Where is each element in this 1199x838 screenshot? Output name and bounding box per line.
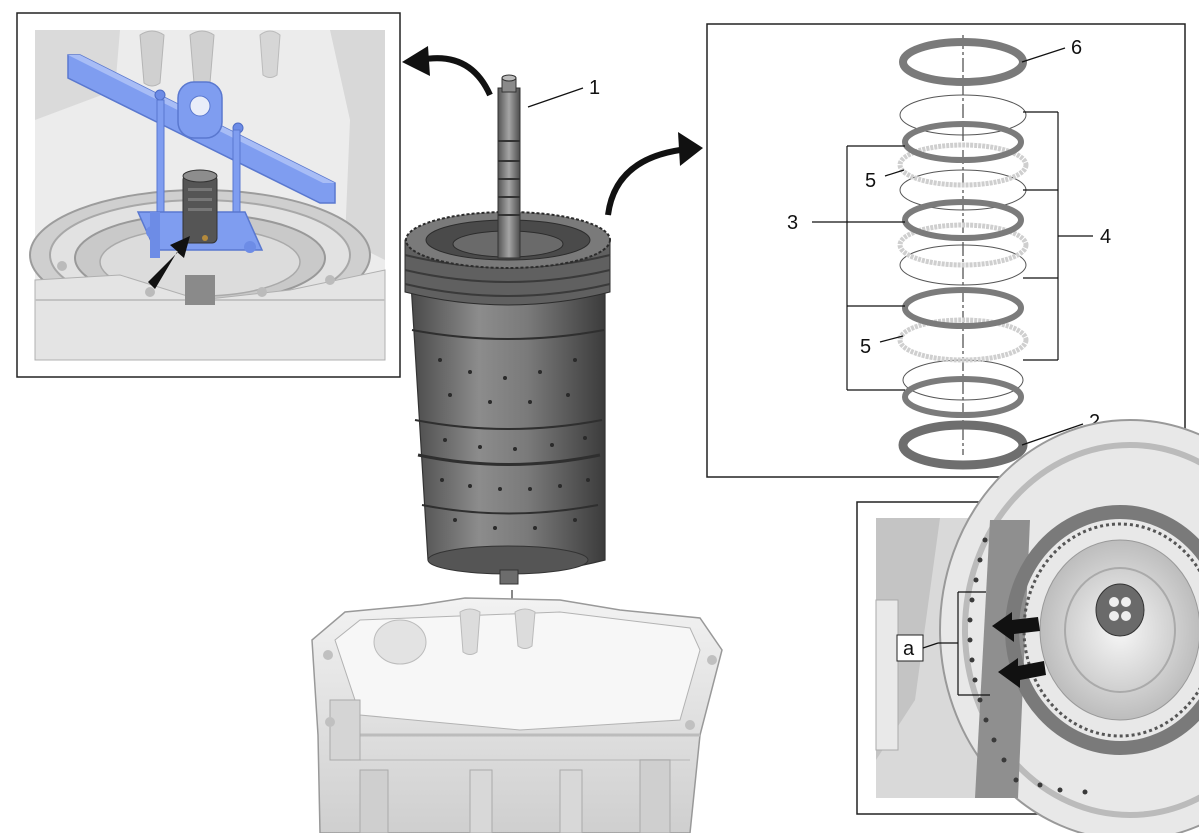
- callout-2: 2: [1089, 411, 1100, 433]
- plate-stack-inset: 3 4 6 2 5 5: [706, 23, 1186, 478]
- friction-plate: [902, 287, 1024, 329]
- steel-plate: [899, 244, 1027, 286]
- bracket-4: [1023, 111, 1093, 361]
- callout-5-lower: 5: [860, 336, 871, 358]
- callout-4: 4: [1100, 226, 1111, 248]
- callout-a: a: [903, 638, 915, 660]
- clutch-assembly: 1: [404, 74, 611, 585]
- arrow-to-plate-inset-icon: [605, 147, 681, 216]
- callout-a-box: [896, 634, 924, 662]
- friction-plate: [902, 121, 1024, 163]
- clutch-detail-scene: a: [875, 419, 1199, 838]
- plate-stack-inset-frame: [706, 23, 1186, 478]
- callout-5-upper: 5: [865, 170, 876, 192]
- tool-arrow-icon: [148, 236, 190, 289]
- tool-inset-scene: [29, 30, 386, 361]
- callout-3: 3: [787, 212, 798, 234]
- wave-plate: [897, 222, 1029, 268]
- friction-plate: [902, 199, 1024, 241]
- callout-6: 6: [1071, 37, 1082, 59]
- steel-plate: [899, 94, 1027, 136]
- arrow-to-tool-inset-icon: [419, 55, 493, 97]
- detail-arrow-upper-icon: [992, 612, 1040, 642]
- detail-arrow-lower-icon: [998, 658, 1046, 688]
- wave-plate: [897, 317, 1029, 363]
- friction-plate: [902, 376, 1024, 418]
- bracket-3: [812, 145, 905, 391]
- clutch-detail-inset: a: [856, 419, 1199, 838]
- callout-1: 1: [589, 77, 600, 99]
- tool-inset: [16, 12, 401, 378]
- transmission-housing: [311, 597, 723, 834]
- wave-plate: [897, 142, 1029, 188]
